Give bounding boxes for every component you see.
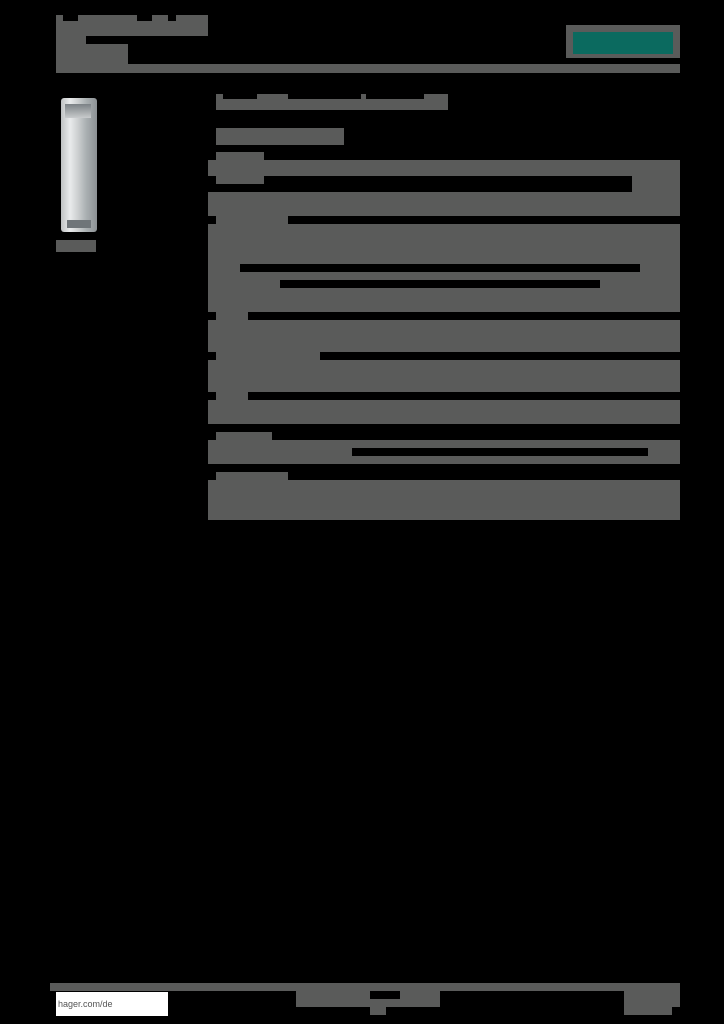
footer-page-tail [624,1007,672,1015]
section-2-row [208,272,680,280]
footer-center-text [296,991,440,1007]
header-subtitle [56,36,86,44]
mask-gap [352,448,648,456]
section-5-label [216,352,320,360]
footer-url[interactable]: hager.com/de [56,992,168,1016]
section-1-label-tail [216,176,264,184]
section-1-row [208,192,680,216]
footer-rule [50,983,680,991]
header-meta [56,44,128,64]
section-8-body [208,480,680,520]
mask-gap [168,15,176,21]
section-2-label [216,216,288,224]
section-3-label [208,280,280,288]
section-5-body [208,360,680,392]
section-3-value [600,280,680,288]
section-8-label [216,472,288,480]
mask-gap [223,94,257,99]
section-7-label [216,432,272,440]
section-6-body [208,400,680,424]
header-title [56,15,208,36]
header-rule [56,64,680,73]
section-2-body [208,224,680,264]
section-3-body [208,288,680,312]
footer-page [624,991,680,1007]
product-caption [56,240,96,252]
section-1-label [216,152,264,162]
section-4-body [208,320,680,352]
mask-gap [63,15,78,21]
section-1-value [632,176,680,192]
footer-center-tail [370,1007,386,1015]
product-image [61,98,97,232]
mask-gap [240,264,640,272]
brand-logo-icon [573,32,673,54]
section-4-label [216,312,248,320]
section-1-body [208,160,680,176]
mask-gap [288,94,361,99]
mask-gap [370,991,400,999]
mask-gap [366,94,424,99]
section-6-label [216,392,248,400]
page-subheading [216,128,344,145]
mask-gap [137,15,152,21]
